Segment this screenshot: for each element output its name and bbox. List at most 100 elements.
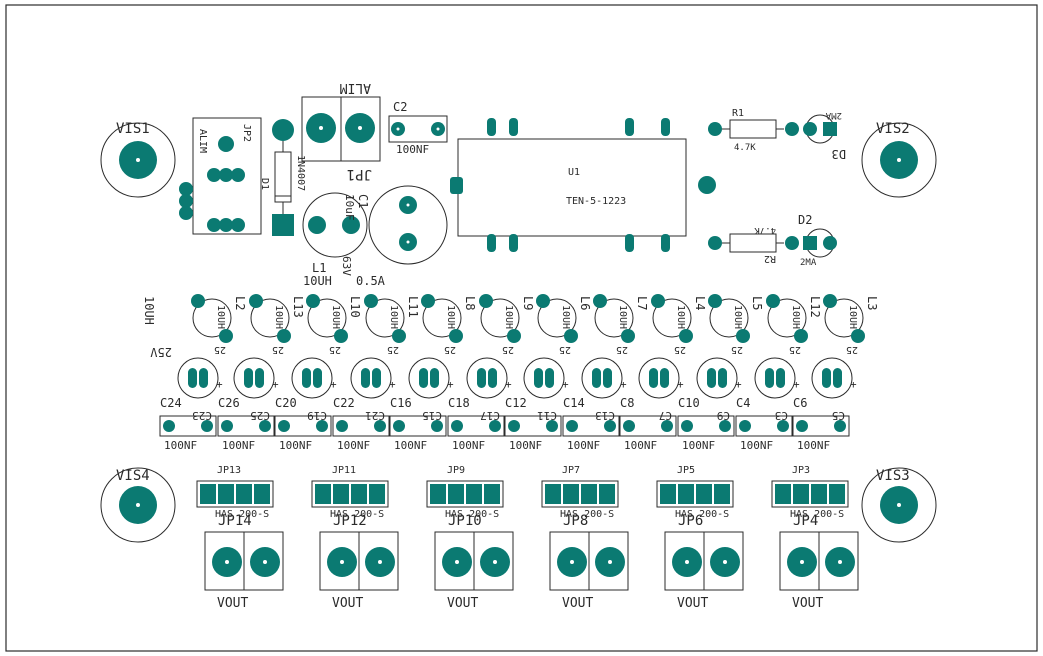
vis1-label: VIS1 [116, 121, 150, 137]
filter-inductor-voltage-label: 25 [616, 344, 628, 355]
c2-capacitor: C2 100NF [388, 100, 448, 156]
decoupling-capacitor-value-label: 100NF [740, 439, 773, 452]
l1-label: L1 [312, 261, 326, 275]
electrolytic-capacitor-label: C10 [678, 396, 700, 410]
electrolytic-capacitor-label: C4 [736, 396, 750, 410]
d2-label: D2 [798, 213, 812, 227]
d1-label: D1 [259, 178, 270, 190]
jp2-jumper: ALIM JP2 [179, 117, 262, 235]
electrolytic-capacitor: + [408, 357, 454, 399]
electrolytic-capacitor-label: C22 [333, 396, 355, 410]
electrolytic-capacitor-polarity-mark: + [216, 378, 223, 391]
mounting-hole-vis1: VIS1 [100, 121, 176, 198]
d3-current-label: 2MA [825, 110, 842, 120]
d2-current-label: 2MA [800, 258, 817, 268]
filter-inductor-voltage-label: 25 [329, 344, 341, 355]
filter-inductor-value-label: 10UH [388, 305, 399, 329]
decoupling-capacitor: 100NF [332, 415, 390, 452]
filter-inductor-voltage-label: 25 [559, 344, 571, 355]
filter-inductor-ref-label: L2 [233, 296, 247, 310]
filter-inductor-voltage-label: 25 [272, 344, 284, 355]
electrolytic-capacitor-polarity-mark: + [330, 378, 337, 391]
electrolytic-capacitor-label: C24 [160, 396, 182, 410]
output-connector [319, 531, 399, 591]
output-connector-label: JP6 [678, 513, 703, 529]
r2-d2-indicator: 4.7K R2 D2 2MA [708, 213, 837, 268]
filter-inductor-value-label: 10UH [330, 305, 341, 329]
output-jumper-label: JP9 [447, 465, 465, 476]
decoupling-capacitor: 100NF [677, 415, 735, 452]
electrolytic-capacitor-polarity-mark: + [620, 378, 627, 391]
filter-inductor-value-label: 10UH [273, 305, 284, 329]
filter-inductor-value-label: 10UH [503, 305, 514, 329]
c1-voltage-label: 63V [340, 256, 353, 276]
r1-d3-indicator: R1 4.7K 2MA D3 [708, 108, 846, 161]
output-connector [434, 531, 514, 591]
l1-value-label: 10UH [303, 274, 332, 288]
output-connector [549, 531, 629, 591]
filter-inductor-voltage-label: 25 [731, 344, 743, 355]
jp1-label: JP1 [347, 166, 372, 182]
filter-inductor-ref-label: L12 [808, 296, 822, 318]
u1-converter: U1 TEN-5-1223 [450, 118, 716, 252]
filter-inductor-ref-label: L11 [406, 296, 420, 318]
decoupling-capacitor-value-label: 100NF [624, 439, 657, 452]
electrolytic-capacitor-polarity-mark: + [447, 378, 454, 391]
output-jumper-part-label: HAS 200-S [330, 509, 384, 520]
filter-channels: L210UH25+C24C23100NFL1310UH25+C26C25100N… [159, 294, 879, 452]
electrolytic-capacitor-label: C8 [620, 396, 634, 410]
decoupling-capacitor-value-label: 100NF [682, 439, 715, 452]
output-jumper-label: JP5 [677, 465, 695, 476]
electrolytic-capacitor: + [811, 357, 857, 399]
electrolytic-capacitor-label: C16 [390, 396, 412, 410]
filter-inductor-value-label: 10UH [732, 305, 743, 329]
filter-inductor-ref-label: L7 [635, 296, 649, 310]
filter-inductor-voltage-label: 25 [789, 344, 801, 355]
filter-inductor-value-label: 10UH [215, 305, 226, 329]
output-jumper-label: JP11 [332, 465, 356, 476]
electrolytic-capacitor-label: C20 [275, 396, 297, 410]
filter-inductor-ref-label: L8 [463, 296, 477, 310]
electrolytic-capacitor: + [638, 357, 684, 399]
output-jumper-part-label: HAS 200-S [790, 509, 844, 520]
electrolytic-capacitor: + [350, 357, 396, 399]
filter-inductor-voltage-label: 25 [444, 344, 456, 355]
decoupling-capacitor-value-label: 100NF [164, 439, 197, 452]
vis4-label: VIS4 [116, 468, 150, 484]
filter-inductor-value-label: 10UH [560, 305, 571, 329]
decoupling-capacitor-value-label: 100NF [279, 439, 312, 452]
decoupling-capacitor-value-label: 100NF [797, 439, 830, 452]
r2-label: R2 [764, 253, 776, 264]
mounting-hole-vis4: VIS4 [100, 467, 176, 543]
decoupling-capacitor-value-label: 100NF [509, 439, 542, 452]
output-connector-label: JP12 [333, 513, 367, 529]
filter-inductor: L10 10UH 25 [306, 294, 362, 355]
output-vout-label: VOUT [562, 596, 593, 611]
vis2-label: VIS2 [876, 121, 910, 137]
electrolytic-capacitor-label: C14 [563, 396, 585, 410]
output-jumper-label: JP7 [562, 465, 580, 476]
l1-current-label: 0.5A [356, 274, 386, 288]
output-connector [664, 531, 744, 591]
c2-label: C2 [393, 100, 407, 114]
filter-inductor-ref-label: L5 [750, 296, 764, 310]
jp2-alim-label: ALIM [197, 129, 208, 153]
filter-inductor-ref-label: L10 [348, 296, 362, 318]
output-connector-label: JP8 [563, 513, 588, 529]
decoupling-capacitor: 100NF [792, 415, 850, 452]
filter-inductor-voltage-label: 25V [150, 345, 172, 359]
